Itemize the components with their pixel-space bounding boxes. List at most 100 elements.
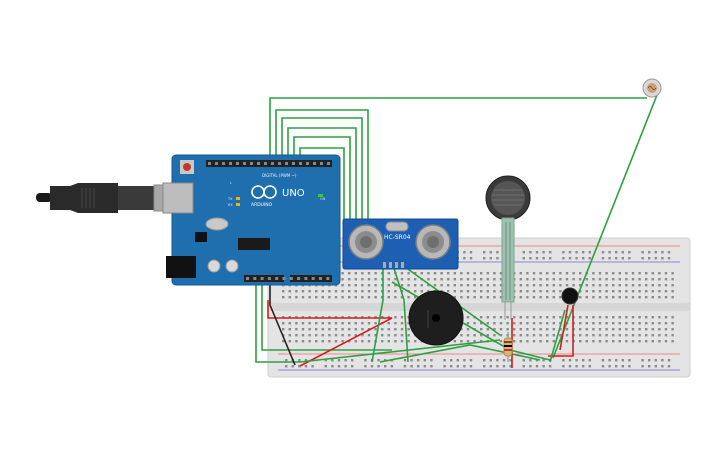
reset-button-cap[interactable] — [183, 163, 191, 171]
header-pin[interactable] — [285, 162, 288, 165]
breadboard-hole — [282, 340, 285, 343]
header-pin[interactable] — [257, 162, 260, 165]
header-pin[interactable] — [289, 277, 293, 280]
breadboard-hole — [354, 290, 357, 293]
breadboard-hole — [499, 322, 503, 325]
header-pin[interactable] — [297, 277, 301, 280]
pushbutton[interactable] — [561, 287, 579, 305]
header-pin[interactable] — [320, 162, 323, 165]
breadboard-hole — [592, 322, 595, 325]
header-pin[interactable] — [311, 277, 315, 280]
header-pin[interactable] — [306, 162, 309, 165]
breadboard-hole — [572, 278, 575, 281]
header-pin[interactable] — [222, 162, 225, 165]
photoresistor[interactable] — [642, 78, 662, 98]
header-pin[interactable] — [246, 277, 249, 280]
breadboard-hole — [664, 328, 668, 331]
breadboard-hole — [394, 296, 397, 299]
breadboard-hole — [480, 322, 483, 325]
header-pin[interactable] — [236, 162, 239, 165]
wire-gnd-black — [269, 280, 296, 366]
sensor-pin-echo[interactable] — [395, 262, 398, 268]
breadboard-hole — [414, 290, 417, 293]
resistor[interactable] — [503, 332, 513, 362]
header-pin[interactable] — [299, 162, 302, 165]
header-pin[interactable] — [250, 162, 253, 165]
breadboard-hole — [638, 290, 641, 293]
piezo-buzzer[interactable] — [408, 290, 464, 346]
breadboard-hole — [651, 334, 654, 337]
header-pin[interactable] — [208, 162, 211, 165]
breadboard-hole — [605, 284, 608, 287]
sensor-pin-trig[interactable] — [389, 262, 392, 268]
header-pin[interactable] — [275, 277, 279, 280]
header-pin[interactable] — [327, 162, 330, 165]
header-pin[interactable] — [215, 162, 218, 165]
header-pin[interactable] — [229, 162, 232, 165]
breadboard-rail-hole — [489, 257, 492, 260]
breadboard-hole — [625, 316, 628, 319]
breadboard[interactable] — [267, 237, 691, 378]
breadboard-hole — [499, 290, 503, 293]
breadboard-hole — [387, 290, 390, 293]
breadboard-hole — [288, 296, 291, 299]
breadboard-hole — [486, 290, 489, 293]
breadboard-hole — [466, 328, 470, 331]
header-pin[interactable] — [264, 162, 267, 165]
header-pin[interactable] — [278, 162, 281, 165]
breadboard-hole — [671, 278, 674, 281]
breadboard-rail-hole — [456, 359, 459, 362]
sensor-pin-vcc[interactable] — [383, 262, 386, 268]
header-pin[interactable] — [326, 277, 330, 280]
breadboard-hole — [539, 322, 542, 325]
usb-cable[interactable] — [36, 183, 173, 213]
breadboard-hole — [394, 334, 397, 337]
breadboard-hole — [400, 340, 404, 343]
breadboard-hole — [638, 328, 641, 331]
breadboard-hole — [321, 322, 324, 325]
header-pin[interactable] — [267, 277, 271, 280]
header-pin[interactable] — [253, 277, 257, 280]
breadboard-hole — [631, 340, 635, 343]
breadboard-hole — [598, 272, 602, 275]
header-pin[interactable] — [319, 277, 322, 280]
breadboard-rail-hole — [661, 359, 664, 362]
breadboard-hole — [605, 290, 608, 293]
header-pin[interactable] — [304, 277, 308, 280]
header-pin[interactable] — [282, 277, 286, 280]
breadboard-rail-hole — [403, 365, 407, 368]
breadboard-hole — [348, 272, 351, 275]
ultrasonic-sensor[interactable]: HC-SR04 — [342, 218, 459, 270]
sensor-pin-gnd[interactable] — [401, 262, 404, 268]
breadboard-hole — [394, 340, 397, 343]
header-pin[interactable] — [313, 162, 316, 165]
breadboard-hole — [374, 278, 377, 281]
breadboard-hole — [532, 340, 536, 343]
breadboard-hole — [460, 340, 463, 343]
breadboard-hole — [625, 322, 628, 325]
arduino-uno[interactable]: DIGITAL (PWM ~) UNO ARDUINO L TX RX ON — [162, 154, 341, 286]
breadboard-hole — [473, 322, 476, 325]
breadboard-hole — [546, 340, 549, 343]
header-pin[interactable] — [292, 162, 295, 165]
breadboard-hole — [420, 272, 423, 275]
breadboard-hole — [592, 316, 595, 319]
header-pin[interactable] — [271, 162, 274, 165]
breadboard-hole — [605, 272, 608, 275]
breadboard-hole — [308, 296, 311, 299]
breadboard-hole — [585, 322, 588, 325]
breadboard-hole — [638, 284, 641, 287]
breadboard-rail-hole — [621, 359, 624, 362]
breadboard-rail-hole — [469, 251, 473, 254]
breadboard-hole — [341, 284, 344, 287]
breadboard-hole — [354, 328, 357, 331]
header-pin[interactable] — [243, 162, 246, 165]
breadboard-hole — [592, 296, 595, 299]
force-sensitive-resistor[interactable] — [485, 175, 531, 320]
header-pin[interactable] — [260, 277, 264, 280]
breadboard-hole — [664, 334, 668, 337]
breadboard-hole — [658, 334, 661, 337]
breadboard-hole — [493, 322, 496, 325]
breadboard-rail-hole — [483, 257, 486, 260]
